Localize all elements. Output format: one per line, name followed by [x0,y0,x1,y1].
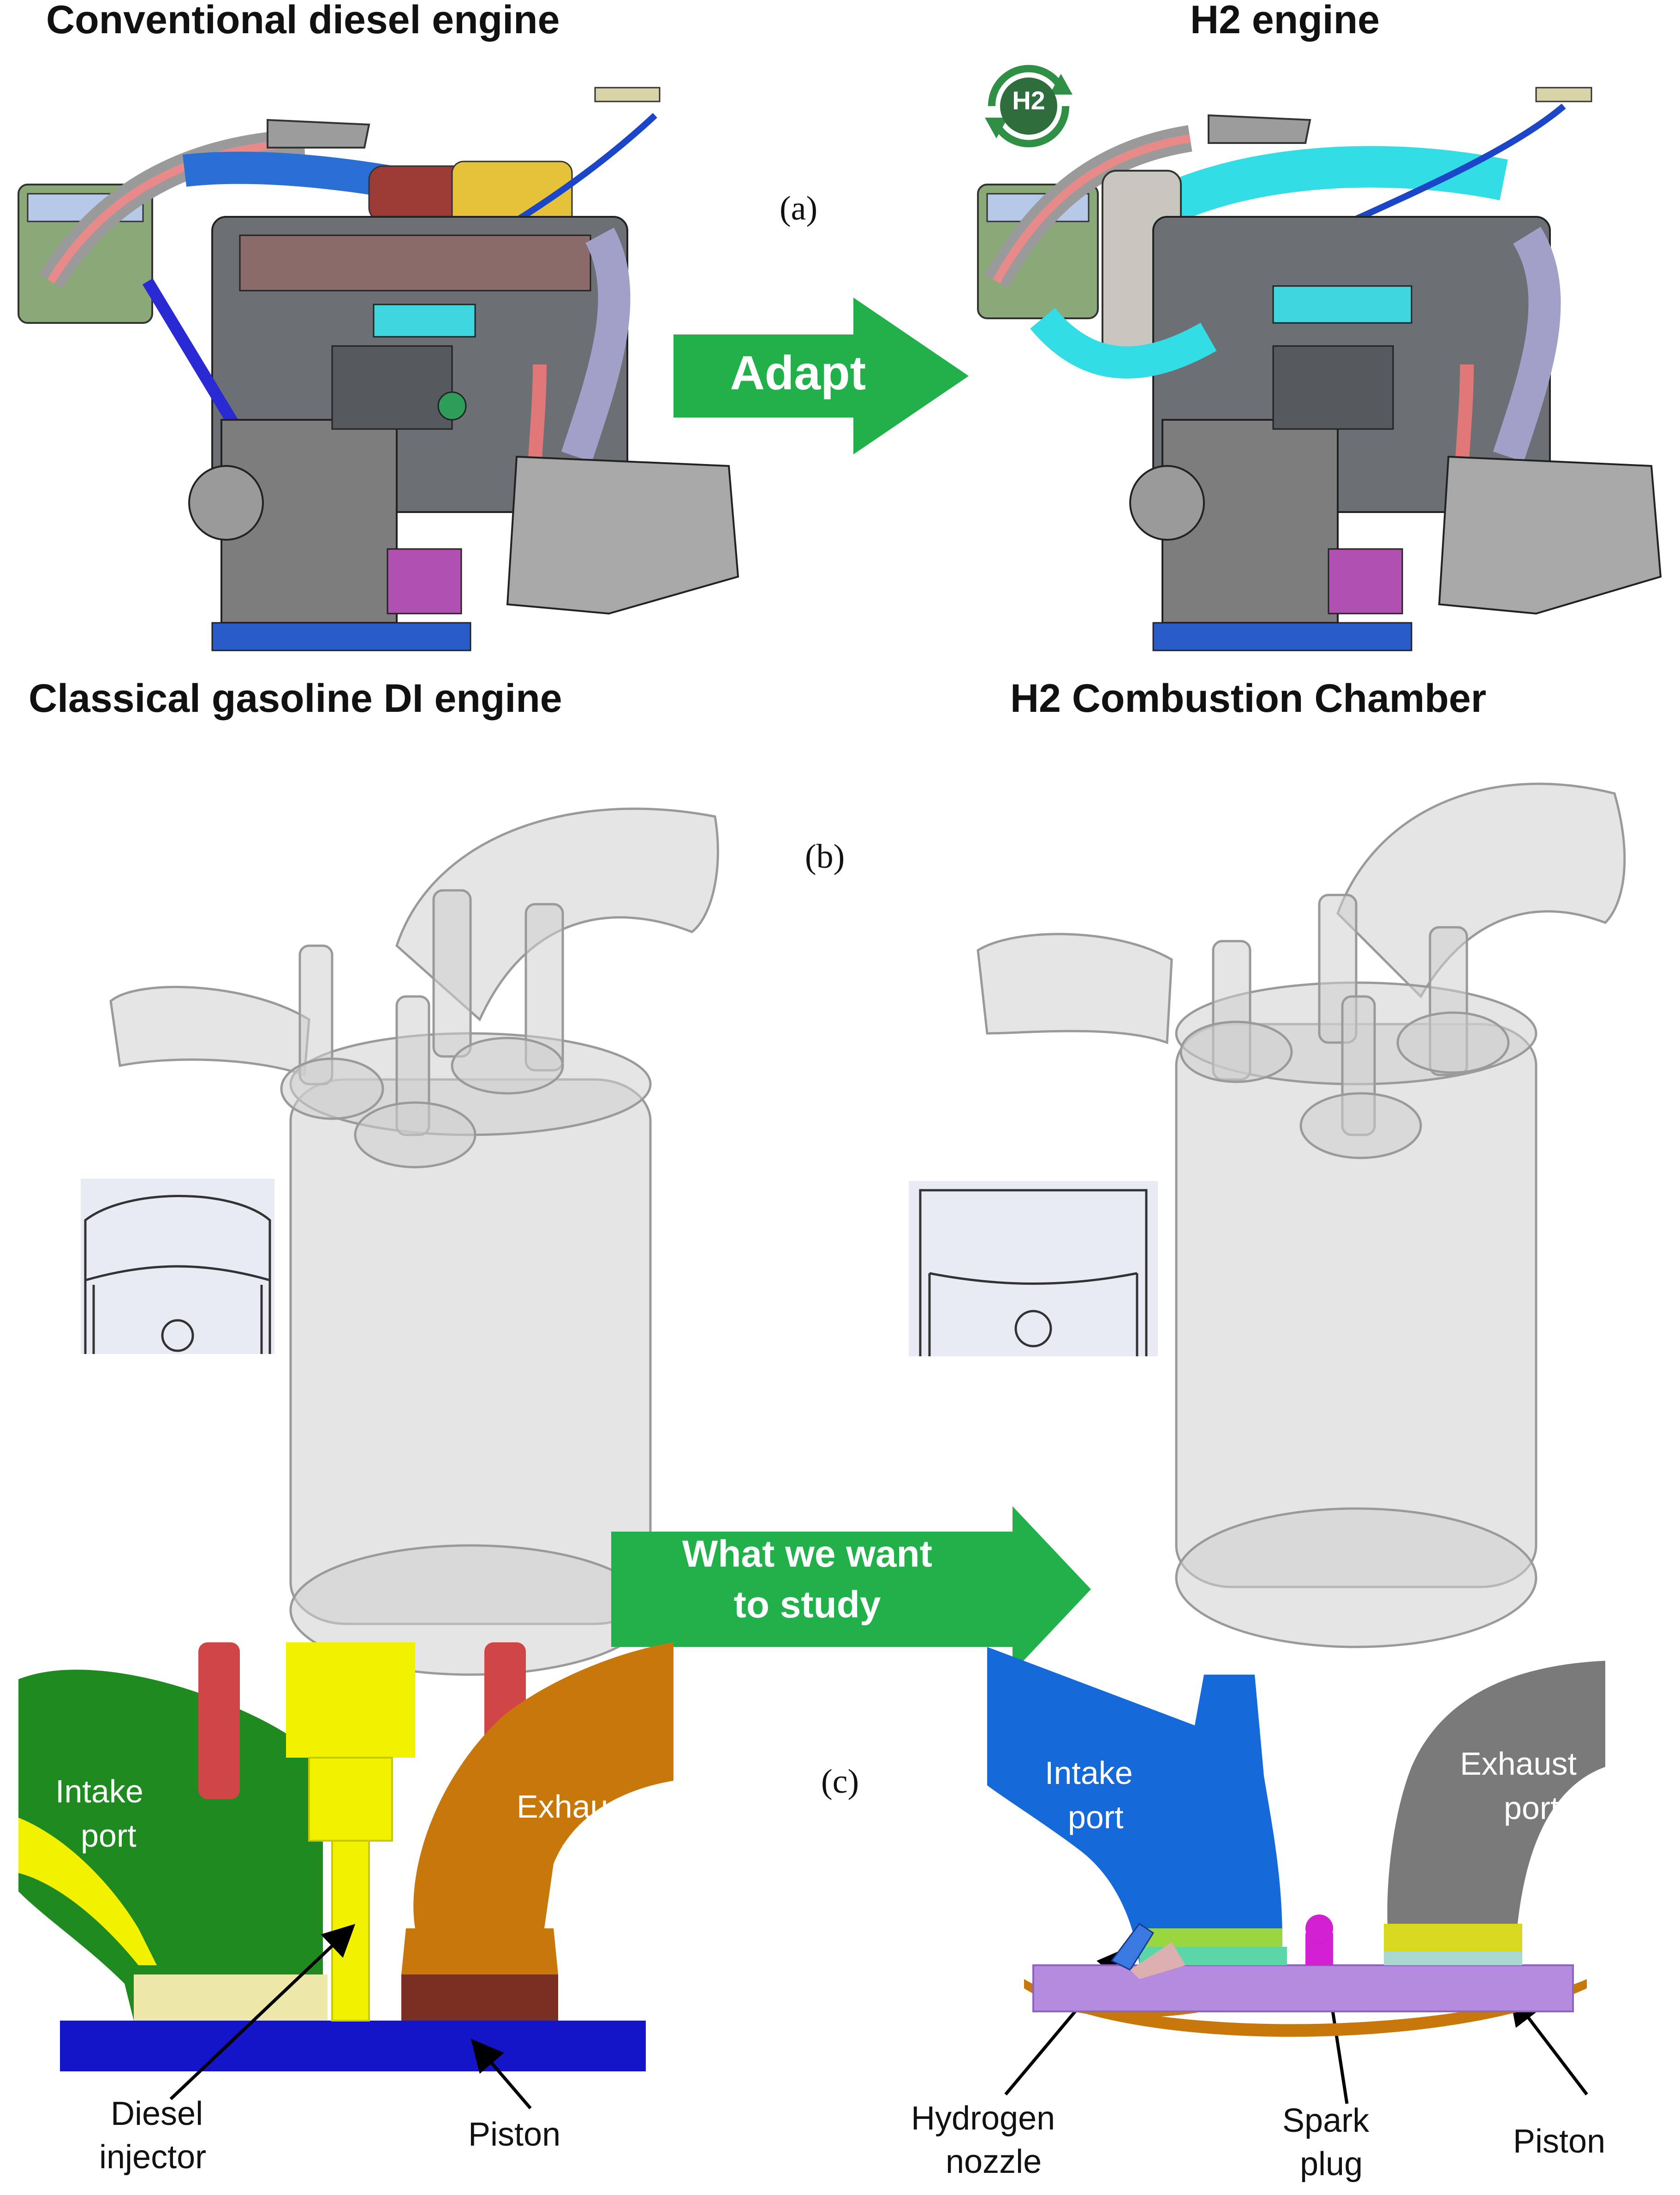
h2-exhaust-label-line2: port [1504,1790,1560,1826]
diesel-injector-label-line1: Diesel [111,2095,203,2132]
h2-nozzle-label-line2: nozzle [946,2143,1042,2180]
panel-a-label: (a) [780,190,818,227]
panel-a-left-title: Conventional diesel engine [46,0,560,42]
diesel-piston-label: Piston [468,2116,561,2153]
panel-b-right-title: H2 Combustion Chamber [1010,676,1487,721]
study-arrow-label-line2: to study [733,1584,881,1626]
panel-c-label: (c) [821,1763,859,1801]
panel-b-label: (b) [805,838,845,876]
h2-intake-label-line1: Intake [1045,1755,1133,1791]
diesel-engine-illustration [18,87,739,651]
diesel-intake-label-line2: port [81,1818,137,1854]
h2-engine-illustration [977,87,1662,651]
h2-exhaust-label-line1: Exhaust [1460,1746,1577,1782]
h2-piston-profile-inset [909,1181,1158,1356]
adapt-arrow-label: Adapt [730,346,866,400]
panel-a-right-title: H2 engine [1190,0,1380,42]
study-arrow-label-line1: What we want [682,1533,933,1575]
adapt-arrow [673,298,969,454]
study-arrow [611,1506,1091,1672]
diesel-injector-label-line2: injector [99,2139,207,2176]
gasoline-chamber-illustration [109,807,719,1676]
h2-badge-icon [985,65,1072,148]
panel-b-left-title: Classical gasoline DI engine [29,676,562,721]
h2-chamber-illustration [977,782,1626,1648]
gasoline-piston-profile-inset [81,1179,274,1354]
spark-plug-label-line2: plug [1300,2146,1363,2183]
spark-plug-label-line1: Spark [1282,2102,1370,2139]
h2-badge-label: H2 [1012,86,1045,115]
diesel-exhaust-label-line1: Exhaust [517,1789,633,1825]
h2-intake-label-line2: port [1068,1799,1124,1835]
h2-piston-label: Piston [1513,2123,1606,2160]
h2-head-illustration [987,1647,1605,2037]
diesel-exhaust-label-line2: port [560,1833,616,1869]
h2-nozzle-label-line1: Hydrogen [911,2100,1055,2137]
diesel-intake-label-line1: Intake [55,1773,143,1809]
